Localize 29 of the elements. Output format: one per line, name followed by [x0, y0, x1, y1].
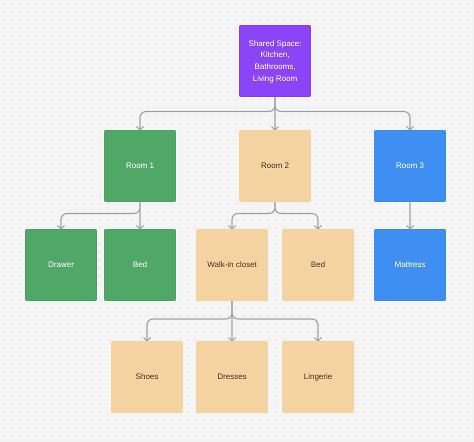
- process-box: [282, 229, 354, 301]
- arrow: [274, 97, 414, 131]
- arrow: [136, 202, 144, 230]
- process-box: [239, 25, 311, 97]
- process-box: [111, 341, 183, 413]
- process-box: [282, 341, 354, 413]
- arrow: [231, 301, 322, 342]
- node-label: Shoes: [136, 371, 158, 383]
- arrow: [406, 202, 414, 230]
- node-label: Shared Space: Kitchen, Bathrooms, Living Room: [248, 38, 302, 84]
- process-box: [196, 229, 268, 301]
- process-box: [25, 229, 97, 301]
- node-label: Walk-in closet: [207, 259, 257, 271]
- node-label: Drawer: [48, 259, 74, 271]
- process-box: [374, 130, 446, 202]
- node-label: Bed: [310, 259, 326, 271]
- process-box: [374, 229, 446, 301]
- node-label: Room 1: [126, 160, 154, 172]
- node-label: Lingerie: [304, 371, 332, 383]
- process-box: [196, 341, 268, 413]
- process-box: [104, 229, 176, 301]
- process-box: [239, 130, 311, 202]
- process-box: [104, 130, 176, 202]
- node-label: Dresses: [217, 371, 247, 383]
- node-label: Bed: [132, 259, 148, 271]
- arrow: [274, 202, 322, 230]
- node-label: Mattress: [394, 259, 426, 271]
- node-label: Room 2: [260, 160, 289, 172]
- node-label: Room 3: [396, 160, 424, 172]
